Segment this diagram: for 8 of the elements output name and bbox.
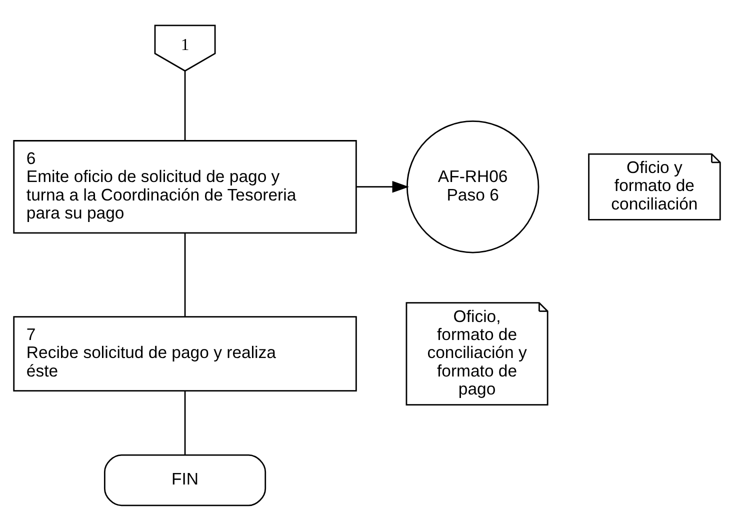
connector: [184, 70, 186, 140]
node-box: 7 Recibe solicitud de pago y realiza éste: [13, 316, 357, 392]
node-box: FIN: [104, 454, 266, 506]
arrow: [356, 180, 410, 192]
node-circle: AF-RH06 Paso 6: [406, 120, 540, 253]
connector: [184, 390, 186, 454]
node-box: 6 Emite oficio de solicitud de pago y turna a la Coordinación de Tesoreria para su pago: [13, 140, 357, 234]
connector: [184, 232, 186, 316]
